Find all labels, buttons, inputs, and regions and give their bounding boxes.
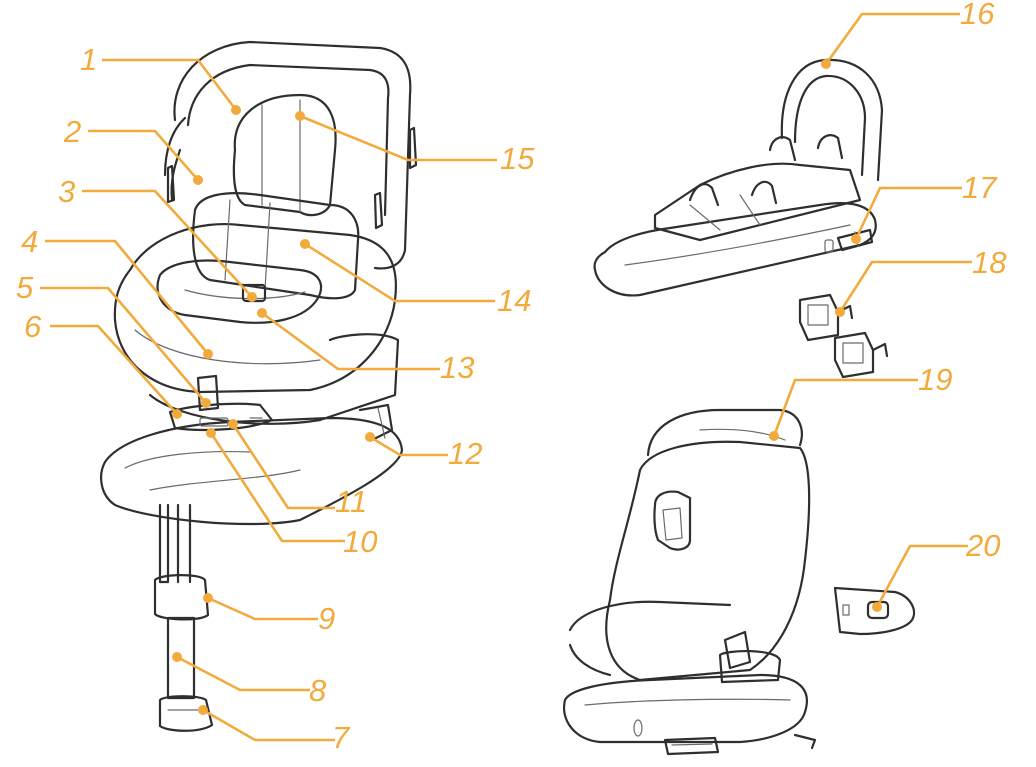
callout-11: 11 <box>335 484 368 519</box>
leader-20 <box>872 544 968 612</box>
leader-10 <box>206 428 345 543</box>
leader-16 <box>821 12 960 69</box>
callout-6: 6 <box>24 309 42 344</box>
callout-7: 7 <box>332 720 350 755</box>
callout-20: 20 <box>966 528 1001 563</box>
leader-9 <box>203 593 318 621</box>
callout-1: 1 <box>80 42 98 77</box>
callout-19: 19 <box>918 362 953 397</box>
leader-8 <box>172 652 310 692</box>
callout-18: 18 <box>972 245 1007 280</box>
leader-4 <box>45 239 213 359</box>
leader-1 <box>102 58 241 115</box>
leader-3 <box>82 189 257 302</box>
callout-14: 14 <box>497 283 532 318</box>
leader-5 <box>40 286 211 408</box>
callout-17: 17 <box>962 170 997 205</box>
insert-drawing <box>593 58 884 297</box>
callout-12: 12 <box>448 436 483 471</box>
callout-3: 3 <box>58 174 76 209</box>
callout-4: 4 <box>21 224 39 259</box>
leader-13 <box>257 308 440 371</box>
cover-piece-drawing <box>833 586 916 636</box>
rear-view-drawing <box>562 408 817 756</box>
leader-17 <box>851 186 962 244</box>
leader-18 <box>835 260 972 317</box>
leader-6 <box>50 324 182 419</box>
leader-14 <box>300 239 495 303</box>
guide-clips-drawing <box>798 293 889 379</box>
callout-13: 13 <box>440 350 475 385</box>
callout-15: 15 <box>500 141 535 176</box>
callout-10: 10 <box>343 524 378 559</box>
leader-19 <box>769 378 918 441</box>
callout-2: 2 <box>64 114 82 149</box>
leader-2 <box>88 129 203 185</box>
callout-8: 8 <box>309 673 327 708</box>
callout-16: 16 <box>960 0 995 31</box>
leader-11 <box>228 419 335 510</box>
callout-9: 9 <box>318 601 336 636</box>
leader-12 <box>365 432 448 457</box>
leader-7 <box>198 705 335 742</box>
callout-5: 5 <box>16 270 34 305</box>
main-seat-drawing <box>100 40 418 732</box>
leader-15 <box>295 111 497 162</box>
